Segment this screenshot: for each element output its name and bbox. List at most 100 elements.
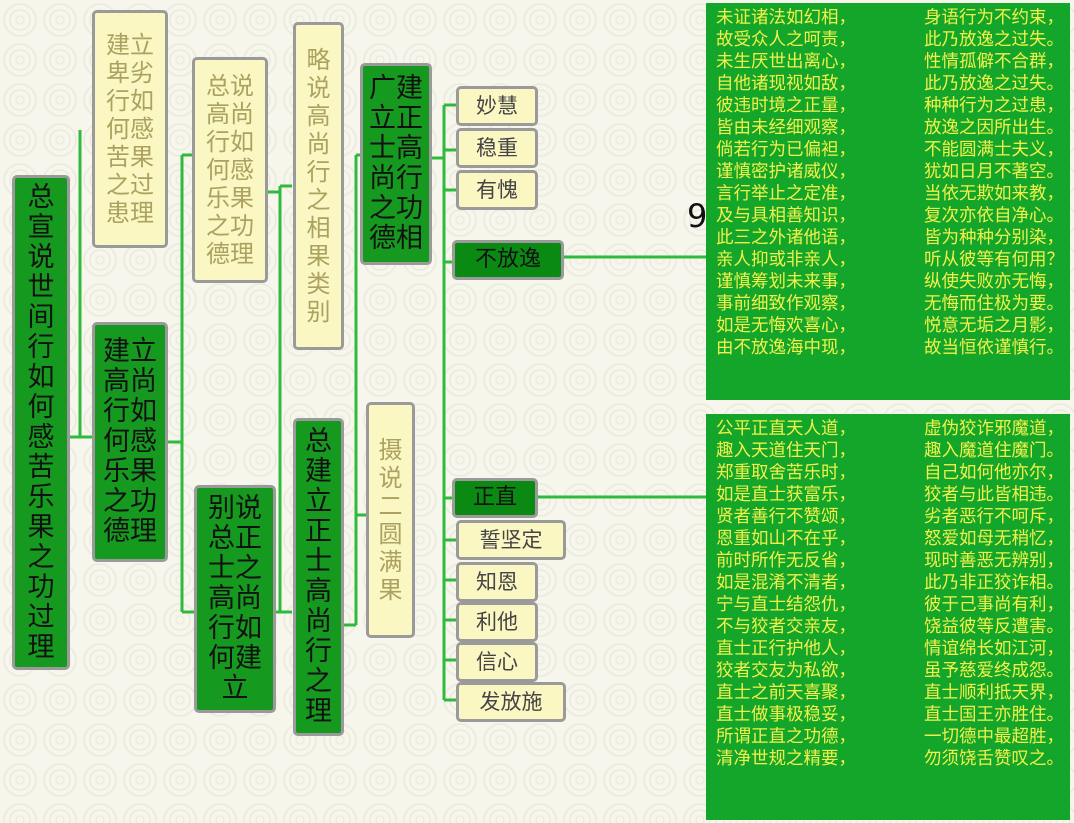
verse-line: 郑重取舍苦乐时，自己如何他亦尔，: [716, 462, 1064, 484]
verse-half: 悦意无垢之月影，: [924, 316, 1064, 336]
verse-half: 自己如何他亦尔，: [924, 463, 1064, 483]
connector-high: [166, 153, 194, 614]
verse-line: 清净世规之精要，勿须饶舌赞叹之。: [716, 748, 1064, 770]
verse-line: 由不放逸海中现， 故当恒依谨慎行。: [716, 337, 1064, 359]
verse-line: 及与具相善知识， 复次亦依自净心。: [716, 205, 1064, 227]
verse-half: 复次亦依自净心。: [924, 206, 1064, 226]
connector-root: [68, 130, 92, 439]
verse-line: 皆由未经细观察，放逸之因所出生。: [716, 117, 1064, 139]
verse-half: 直士做事极稳妥，: [716, 705, 856, 725]
verse-half: 皆由未经细观察，: [716, 118, 856, 138]
verse-half: 一切德中最超胜，: [924, 727, 1064, 747]
verse-half: 此乃放逸之过失。: [924, 74, 1064, 94]
verse-half: 亲人抑或非亲人，: [716, 250, 856, 270]
verse-line: 恩重如山不在乎，怒爱如母无稍忆，: [716, 528, 1064, 550]
leaf-gratitude: 知恩: [456, 562, 538, 602]
verse-line: 事前细致作观察， 无悔而住极为要。: [716, 293, 1064, 315]
verse-half: 如是无悔欢喜心，: [716, 316, 856, 336]
verse-half: 饶益彼等反遭害。: [924, 617, 1064, 637]
verse-half: 性情孤僻不合群，: [924, 52, 1064, 72]
verse-line: 倘若行为已偏袒，不能圆满士夫义，: [716, 139, 1064, 161]
verse-panel-heedful: 未证诸法如幻相，身语行为不约束，故受众人之呵责，此乃放逸之过失。未生厌世出离心，…: [706, 3, 1070, 400]
verse-half: 劣者恶行不呵斥，: [924, 507, 1064, 527]
verse-line: 未证诸法如幻相，身语行为不约束，: [716, 7, 1064, 29]
verse-line: 趣入天道住天门，趣入魔道住魔门。: [716, 440, 1064, 462]
verse-half: 言行举止之定准，: [716, 184, 856, 204]
verse-half: 种种行为之过患，: [924, 96, 1064, 116]
leaf-shame: 有愧: [456, 170, 538, 210]
verse-half: 直士国王亦胜住。: [924, 705, 1064, 725]
verse-line: 亲人抑或非亲人，听从彼等有何用？: [716, 249, 1064, 271]
verse-half: 直士正行护他人，: [716, 639, 856, 659]
connector-virtues: [430, 103, 456, 702]
verse-line: 自他诸现视如敌， 此乃放逸之过失。: [716, 73, 1064, 95]
verse-half: 纵使失败亦无悔，: [924, 272, 1064, 292]
root-node: 总宣说世间行如何感苦乐果之功过理: [12, 175, 70, 670]
verse-half: 如是直士获富乐，: [716, 485, 856, 505]
verse-half: 自他诸现视如敌，: [716, 74, 856, 94]
verse-line: 直士之前天喜聚， 直士顺利抵天界，: [716, 682, 1064, 704]
separate-node: 别说总正士之高尚行如何建立: [194, 485, 276, 713]
verse-half: 怒爱如母无稍忆，: [924, 529, 1064, 549]
verse-line: 贤者善行不赞颂， 劣者恶行不呵斥，: [716, 506, 1064, 528]
leaf-altruism: 利他: [456, 602, 538, 642]
verse-half: 宁与直士结怨仇，: [716, 595, 856, 615]
verse-line: 公平正直天人道， 虚伪狡诈邪魔道，: [716, 418, 1064, 440]
verse-half: 虽予慈爱终成怨。: [924, 661, 1064, 681]
verse-panel-upright: 公平正直天人道， 虚伪狡诈邪魔道，趣入天道住天门，趣入魔道住魔门。郑重取舍苦乐时，…: [706, 414, 1070, 820]
verse-line: 未生厌世出离心， 性情孤僻不合群，: [716, 51, 1064, 73]
page-number: 9: [687, 197, 708, 235]
verse-half: 公平正直天人道，: [716, 419, 856, 439]
verse-half: 虚伪狡诈邪魔道，: [924, 419, 1064, 439]
verse-line: 故受众人之呵责，此乃放逸之过失。: [716, 29, 1064, 51]
verse-half: 现时善恶无辨别，: [924, 551, 1064, 571]
verse-half: 未生厌世出离心，: [716, 52, 856, 72]
verse-line: 狡者交友为私欲， 虽予慈爱终成怨。: [716, 660, 1064, 682]
verse-half: 犹如日月不著空。: [924, 162, 1064, 182]
verse-line: 彼违时境之正量，种种行为之过患，: [716, 95, 1064, 117]
leaf-firm-vow: 誓坚定: [456, 520, 566, 560]
verse-half: 彼于己事尚有利，: [924, 595, 1064, 615]
virtues-merit-node: 广建立正士高尚行之功德相: [360, 63, 432, 265]
verse-line: 直士做事极稳妥， 直士国王亦胜住。: [716, 704, 1064, 726]
verse-half: 如是混淆不清者，: [716, 573, 856, 593]
verse-half: 事前细致作观察，: [716, 294, 856, 314]
verse-half: 狡者与此皆相违。: [924, 485, 1064, 505]
verse-half: 谨慎筹划未来事，: [716, 272, 856, 292]
verse-line: 言行举止之定准， 当依无欺如来教，: [716, 183, 1064, 205]
verse-line: 如是无悔欢喜心， 悦意无垢之月影，: [716, 315, 1064, 337]
verse-line: 如是混淆不清者， 此乃非正狡诈相。: [716, 572, 1064, 594]
verse-half: 皆为种种分别染，: [924, 228, 1064, 248]
verse-half: 不能圆满士夫义，: [924, 140, 1064, 160]
verse-half: 贤者善行不赞颂，: [716, 507, 856, 527]
low-conduct-node: 建立卑劣行如何感苦果之过患理: [92, 10, 168, 248]
verse-half: 勿须饶舌赞叹之。: [924, 749, 1064, 769]
verse-half: 身语行为不约束，: [924, 8, 1064, 28]
leaf-generosity: 发放施: [456, 682, 566, 722]
leaf-steady: 稳重: [456, 128, 538, 168]
verse-half: 故当恒依谨慎行。: [924, 338, 1064, 358]
verse-half: 趣入魔道住魔门。: [924, 441, 1064, 461]
verse-line: 谨慎密护诸威仪， 犹如日月不著空。: [716, 161, 1064, 183]
verse-line: 如是直士获富乐， 狡者与此皆相违。: [716, 484, 1064, 506]
verse-line: 宁与直士结怨仇， 彼于己事尚有利，: [716, 594, 1064, 616]
connector-general: [266, 184, 292, 614]
verse-half: 前时所作无反省，: [716, 551, 856, 571]
general-establish-node: 总建立正士高尚行之理: [293, 418, 344, 736]
verse-half: 直士顺利抵天界，: [924, 683, 1064, 703]
verse-half: 当依无欺如来教，: [924, 184, 1064, 204]
verse-line: 所谓正直之功德， 一切德中最超胜，: [716, 726, 1064, 748]
verse-half: 狡者交友为私欲，: [716, 661, 856, 681]
verse-half: 及与具相善知识，: [716, 206, 856, 226]
verse-line: 前时所作无反省， 现时善恶无辨别，: [716, 550, 1064, 572]
connector-establish: [342, 153, 366, 627]
verse-half: 由不放逸海中现，: [716, 338, 856, 358]
verse-half: 此乃非正狡诈相。: [924, 573, 1064, 593]
verse-half: 谨慎密护诸威仪，: [716, 162, 856, 182]
verse-half: 所谓正直之功德，: [716, 727, 856, 747]
two-fruits-node: 摄说二圆满果: [366, 402, 415, 638]
general-high-node: 总说高尚行如何感乐果之功德理: [192, 57, 268, 283]
leaf-faith: 信心: [456, 642, 538, 682]
verse-half: 直士之前天喜聚，: [716, 683, 856, 703]
verse-half: 无悔而住极为要。: [924, 294, 1064, 314]
